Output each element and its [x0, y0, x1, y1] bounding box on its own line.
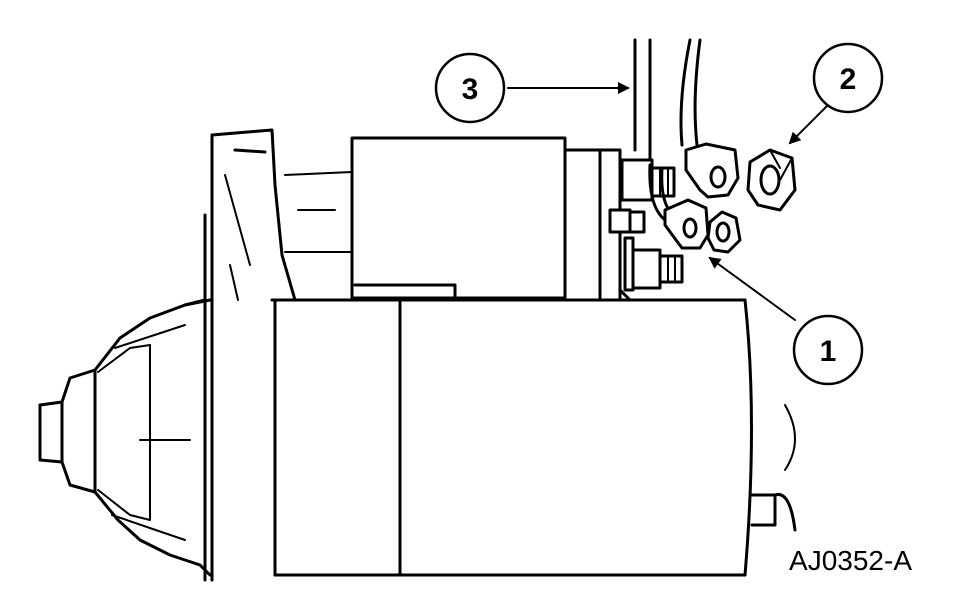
solenoid: [284, 136, 632, 302]
callout-1-leader: [708, 256, 796, 321]
motor-body: [270, 298, 797, 577]
callout-3: 3: [434, 52, 506, 124]
ring-terminal-lower: [663, 198, 710, 250]
solenoid-terminals: [608, 158, 684, 292]
ring-terminal-upper: [684, 142, 740, 199]
callout-1: 1: [792, 314, 864, 386]
large-nut: [746, 148, 797, 212]
callout-2: 2: [812, 42, 884, 114]
callout-2-label: 2: [840, 63, 857, 96]
drive-end-housing: [38, 298, 212, 577]
battery-cable: [633, 38, 652, 162]
callout-2-leader: [788, 104, 829, 145]
mounting-flange: [203, 128, 297, 582]
small-nut: [706, 210, 742, 254]
figure-reference-code: AJ0352-A: [789, 545, 912, 576]
callout-1-label: 1: [820, 335, 837, 368]
callout-3-label: 3: [462, 73, 479, 106]
